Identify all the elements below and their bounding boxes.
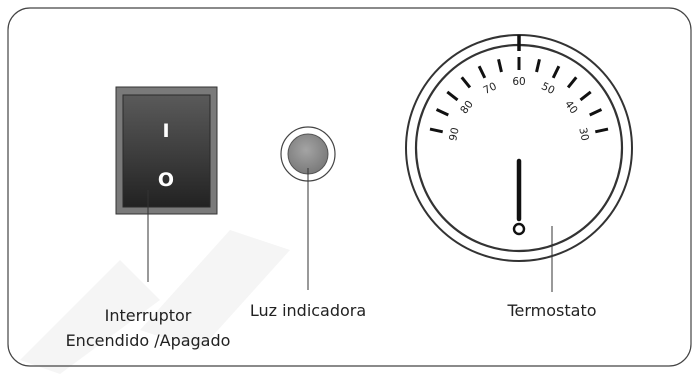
- power-switch[interactable]: I O: [115, 86, 218, 215]
- thermostat-scale-number: 70: [481, 80, 498, 97]
- thermostat-scale-number: 50: [539, 80, 556, 97]
- thermostat-scale-number: 60: [512, 76, 525, 88]
- switch-label-line1: Interruptor: [105, 306, 192, 325]
- switch-on-symbol: I: [162, 120, 169, 142]
- switch-off-symbol: O: [158, 169, 174, 191]
- thermostat-ticks: [429, 57, 609, 134]
- thermostat-tick: [566, 76, 578, 89]
- switch-rocker[interactable]: [122, 94, 211, 208]
- panel-frame: [7, 7, 692, 367]
- thermostat-pointer-dot: [512, 222, 526, 236]
- thermostat-tick: [594, 127, 609, 134]
- thermostat-tick: [535, 58, 541, 73]
- thermostat-scale-number: 30: [576, 126, 591, 142]
- thermostat-tick: [551, 65, 561, 79]
- thermostat-tick: [497, 58, 503, 73]
- thermostat-tick: [579, 90, 592, 102]
- indicator-light: [280, 126, 336, 182]
- thermostat-tick: [460, 76, 472, 89]
- switch-label-line2: Encendido /Apagado: [66, 331, 231, 350]
- thermostat-tick: [446, 90, 459, 102]
- thermostat-tick: [589, 108, 603, 117]
- indicator-label: Luz indicadora: [250, 301, 366, 320]
- thermostat-tick: [477, 65, 487, 79]
- thermostat-scale-number: 90: [447, 126, 462, 142]
- thermostat-label: Termostato: [506, 301, 596, 320]
- watermark: [20, 230, 290, 374]
- thermostat-tick: [429, 127, 444, 134]
- thermostat-tick: [435, 108, 449, 117]
